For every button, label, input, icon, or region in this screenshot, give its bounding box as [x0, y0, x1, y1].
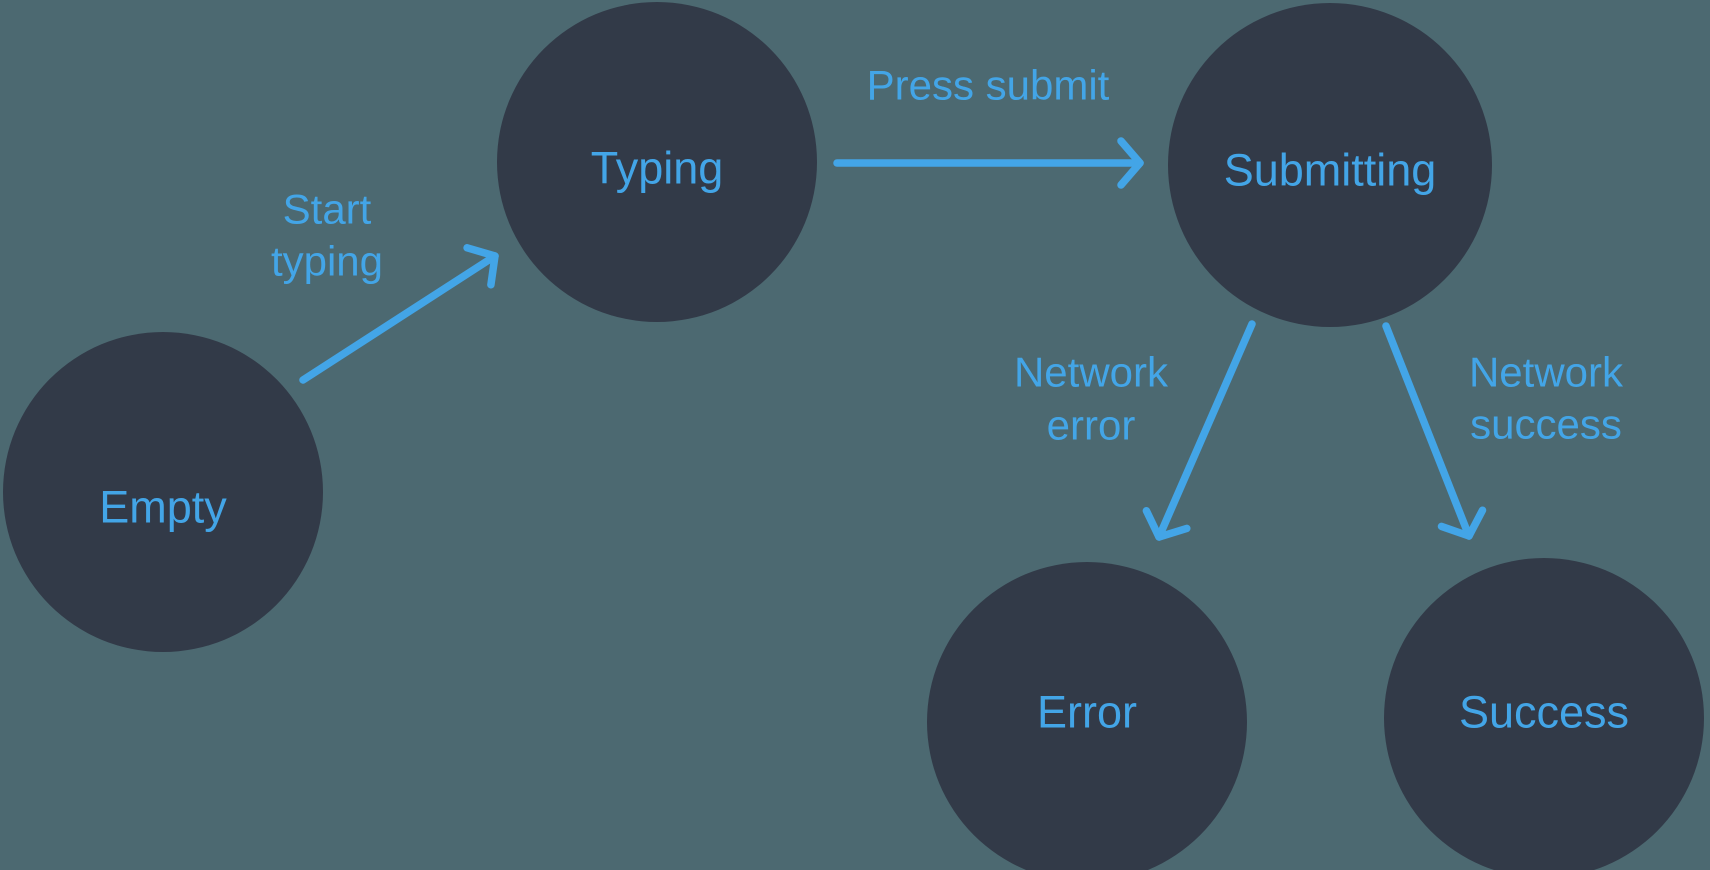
- node-error-circle: [927, 562, 1247, 870]
- edge-network-success-line: [1382, 322, 1473, 540]
- edge-network-error-line: [1155, 320, 1256, 541]
- node-empty-circle: [3, 332, 323, 652]
- node-empty: Empty: [3, 332, 323, 652]
- edge-network-success: Network success: [1382, 322, 1624, 540]
- node-empty-label: Empty: [99, 482, 227, 533]
- edge-network-error-label-line2: error: [1047, 402, 1136, 449]
- edge-press-submit-label: Press submit: [867, 62, 1110, 109]
- edge-start-typing: Start typing: [271, 186, 499, 384]
- edge-start-typing-label-line1: Start: [283, 186, 372, 233]
- node-success-circle: [1384, 558, 1704, 870]
- node-submitting-circle: [1168, 3, 1492, 327]
- node-typing-circle: [497, 2, 817, 322]
- edge-network-error-label-line1: Network: [1014, 349, 1169, 396]
- edge-press-submit-arrowhead-icon: [1117, 137, 1144, 189]
- edge-network-error: Network error: [1014, 320, 1256, 541]
- edge-network-success-label-line2: success: [1470, 401, 1622, 448]
- edge-start-typing-line: [299, 252, 499, 384]
- edge-network-success-arrowhead-icon: [1437, 506, 1487, 540]
- node-submitting-label: Submitting: [1224, 145, 1437, 196]
- edge-network-success-label-line1: Network: [1469, 349, 1624, 396]
- node-error-label: Error: [1037, 687, 1137, 738]
- edge-network-error-arrowhead-icon: [1142, 507, 1191, 541]
- node-error: Error: [927, 562, 1247, 870]
- edge-press-submit: Press submit: [833, 62, 1144, 189]
- node-success: Success: [1384, 558, 1704, 870]
- node-submitting: Submitting: [1168, 3, 1492, 327]
- node-typing: Typing: [497, 2, 817, 322]
- edge-start-typing-arrowhead-icon: [463, 244, 499, 289]
- node-typing-label: Typing: [591, 143, 724, 194]
- edge-start-typing-label-line2: typing: [271, 238, 383, 285]
- node-success-label: Success: [1459, 687, 1629, 738]
